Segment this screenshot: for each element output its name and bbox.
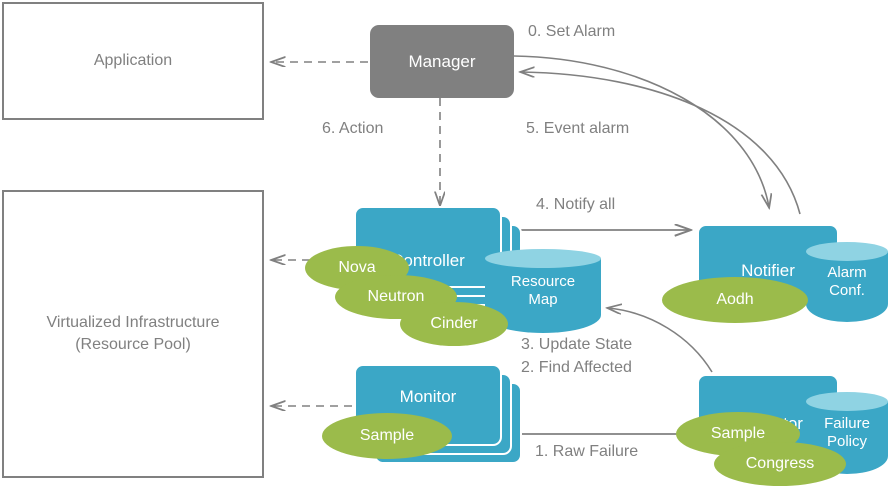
inspector-sample-label: Sample (710, 425, 766, 442)
resource-map-line2: Map (528, 291, 558, 308)
failure-policy-line1: Failure (824, 415, 870, 432)
alarm-conf-cylinder[interactable]: Alarm Conf. (806, 242, 888, 322)
flow-label-event-alarm: 5. Event alarm (526, 120, 630, 137)
manager-box[interactable]: Manager (370, 25, 514, 98)
congress-label: Congress (745, 455, 815, 472)
flow-label-set-alarm: 0. Set Alarm (528, 23, 616, 40)
flow-label-raw-failure: 1. Raw Failure (535, 443, 639, 460)
cylinder-top (806, 392, 888, 411)
resource-map-line1: Resource (510, 273, 576, 290)
flow-label-notify-all: 4. Notify all (536, 196, 616, 213)
cylinder-top (806, 242, 888, 261)
failure-policy-cylinder[interactable]: Failure Policy (806, 392, 888, 474)
connector-event-alarm (521, 72, 801, 215)
infrastructure-label-line1: Virtualized Infrastructure (46, 314, 220, 332)
flow-label-find-affected: 2. Find Affected (521, 359, 632, 376)
ellipse-aodh[interactable]: Aodh (662, 277, 808, 323)
flow-label-action: 6. Action (322, 120, 384, 137)
application-label: Application (93, 52, 173, 70)
ellipse-cinder[interactable]: Cinder (400, 302, 508, 346)
infrastructure-box[interactable]: Virtualized Infrastructure (Resource Poo… (2, 190, 264, 478)
alarm-conf-label: Alarm Conf. (806, 242, 888, 322)
failure-policy-line2: Policy (826, 433, 867, 450)
controller-label: Controller (391, 251, 465, 270)
ellipse-monitor-sample[interactable]: Sample (322, 413, 452, 459)
infrastructure-label-line2: (Resource Pool) (75, 336, 191, 353)
ellipse-congress[interactable]: Congress (714, 442, 846, 486)
nova-label: Nova (338, 259, 376, 276)
cylinder-top (485, 249, 601, 268)
flow-label-update-state: 3. Update State (521, 336, 633, 353)
alarm-conf-line2: Conf. (829, 282, 865, 299)
resource-map-label: Resource Map (485, 249, 601, 333)
failure-policy-label: Failure Policy (806, 392, 888, 474)
notifier-label: Notifier (741, 261, 795, 280)
monitor-label: Monitor (399, 387, 457, 406)
alarm-conf-line1: Alarm (827, 264, 867, 281)
connector-update-state (608, 308, 713, 373)
cinder-label: Cinder (430, 315, 478, 332)
aodh-label: Aodh (716, 291, 754, 308)
cylinder-body (806, 251, 888, 322)
monitor-sample-label: Sample (359, 427, 415, 444)
connector-set-alarm (513, 55, 769, 207)
neutron-label: Neutron (367, 288, 425, 305)
manager-label: Manager (408, 51, 476, 71)
application-box[interactable]: Application (2, 2, 264, 120)
